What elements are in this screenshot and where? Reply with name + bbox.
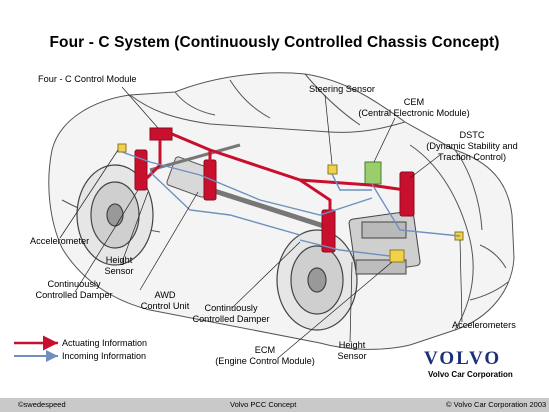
wheel-front — [276, 229, 358, 331]
label-height-sensor-right-line1: Height — [338, 340, 366, 350]
engine-block — [348, 210, 421, 275]
label-damper-left: Continuously Controlled Damper — [24, 279, 124, 301]
four-c-module-box — [149, 127, 173, 141]
label-damper-middle: Continuously Controlled Damper — [176, 303, 286, 325]
legend-actuating-label: Actuating Information — [62, 338, 148, 348]
footer-center-title: Volvo PCC Concept — [230, 400, 297, 409]
steering-sensor-box — [327, 164, 338, 175]
label-awd-line2: Control Unit — [140, 301, 190, 311]
label-damper-left-line1: Continuously — [47, 279, 101, 289]
label-dstc-line2: (Dynamic Stability and — [426, 141, 518, 151]
label-cem-line1: CEM — [403, 97, 425, 107]
label-height-sensor-right-line2: Sensor — [337, 351, 367, 361]
accel-left-box — [117, 143, 127, 153]
label-height-sensor-left-line1: Height — [105, 255, 133, 265]
label-dstc-line3: Traction Control) — [437, 152, 507, 162]
label-damper-middle-line2: Controlled Damper — [192, 314, 270, 324]
label-cem: CEM (Central Electronic Module) — [354, 97, 474, 119]
label-cem-line2: (Central Electronic Module) — [358, 108, 470, 118]
wheel-rear — [76, 164, 154, 266]
damper-front-right — [399, 171, 415, 217]
damper-rear-right — [203, 159, 217, 201]
leader-lines — [59, 86, 463, 359]
label-accelerometers-right: Accelerometers — [452, 320, 516, 330]
label-steering-sensor: Steering Sensor — [309, 84, 375, 94]
footer-copyright: © Volvo Car Corporation 2003 — [446, 400, 547, 409]
label-height-sensor-left-line2: Sensor — [104, 266, 134, 276]
ecm-box — [389, 249, 405, 263]
label-ecm-line1: ECM — [254, 345, 276, 355]
footer-bar: ©swedespeed Volvo PCC Concept © Volvo Ca… — [0, 398, 549, 412]
footer-left-credit: ©swedespeed — [18, 400, 66, 409]
label-dstc: DSTC (Dynamic Stability and Traction Con… — [412, 130, 532, 163]
label-dstc-line1: DSTC — [459, 130, 485, 140]
volvo-corporation-text: Volvo Car Corporation — [428, 370, 513, 379]
label-damper-left-line2: Controlled Damper — [35, 290, 113, 300]
label-height-sensor-right: Height Sensor — [328, 340, 376, 362]
cem-box — [364, 161, 382, 185]
label-damper-middle-line1: Continuously — [204, 303, 258, 313]
label-height-sensor-left: Height Sensor — [90, 255, 148, 277]
label-awd-line1: AWD — [154, 290, 176, 300]
label-awd-control-unit: AWD Control Unit — [130, 290, 200, 312]
incoming-wiring — [121, 151, 461, 257]
damper-rear-left — [134, 149, 148, 191]
volvo-logo: VOLVO — [424, 348, 502, 369]
legend-incoming-label: Incoming Information — [62, 351, 147, 361]
label-ecm: ECM (Engine Control Module) — [205, 345, 325, 367]
page-title: Four - C System (Continuously Controlled… — [49, 34, 500, 51]
label-ecm-line2: (Engine Control Module) — [215, 356, 315, 366]
label-four-c-module: Four - C Control Module — [38, 74, 137, 84]
actuating-wiring — [143, 132, 406, 212]
label-accelerometer-left: Accelerometer — [30, 236, 90, 246]
